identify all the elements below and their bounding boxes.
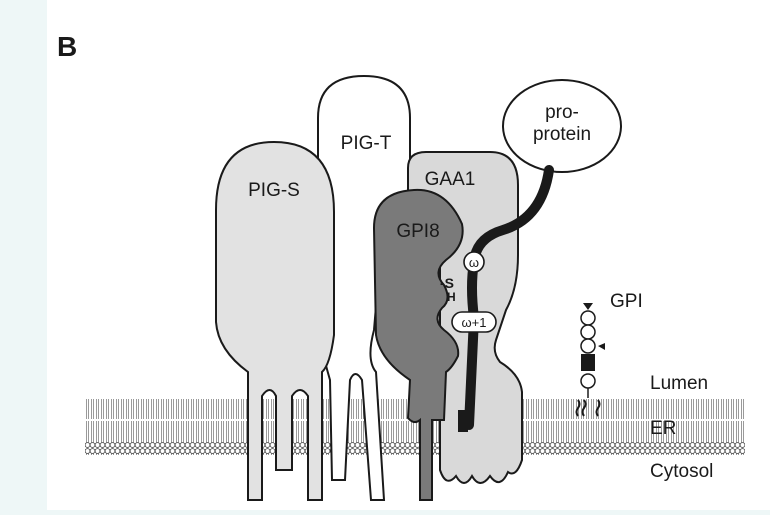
- pig-t-label: PIG-T: [341, 133, 392, 154]
- thiol-h-label: H: [447, 290, 456, 304]
- proprotein-label-line1: pro-: [545, 102, 579, 123]
- thiol-s-label: -S: [440, 275, 454, 291]
- omega-site: [463, 251, 485, 273]
- pig-s-label: PIG-S: [248, 180, 300, 201]
- lumen-label: Lumen: [650, 373, 708, 394]
- omega-plus-1-label: ω+1: [462, 315, 487, 330]
- proprotein-label-line2: protein: [533, 124, 591, 145]
- proprotein: [502, 79, 622, 173]
- proprotein-chain: [464, 165, 554, 430]
- gaa1-label: GAA1: [425, 169, 476, 190]
- chain-tm-segment: [458, 410, 468, 432]
- gpi-label: GPI: [610, 291, 643, 312]
- gpi8-label: GPI8: [396, 221, 439, 242]
- gpi-anchor: [575, 303, 605, 417]
- panel-label: B: [57, 31, 77, 62]
- omega-label: ω: [469, 255, 479, 270]
- cytosol-label: Cytosol: [650, 461, 713, 482]
- pig-t-subunit: [317, 74, 411, 501]
- pig-s-subunit: [215, 140, 335, 501]
- omega-plus-1-site: [451, 311, 497, 333]
- gpi8-subunit: [372, 188, 464, 501]
- er-label: ER: [650, 418, 676, 439]
